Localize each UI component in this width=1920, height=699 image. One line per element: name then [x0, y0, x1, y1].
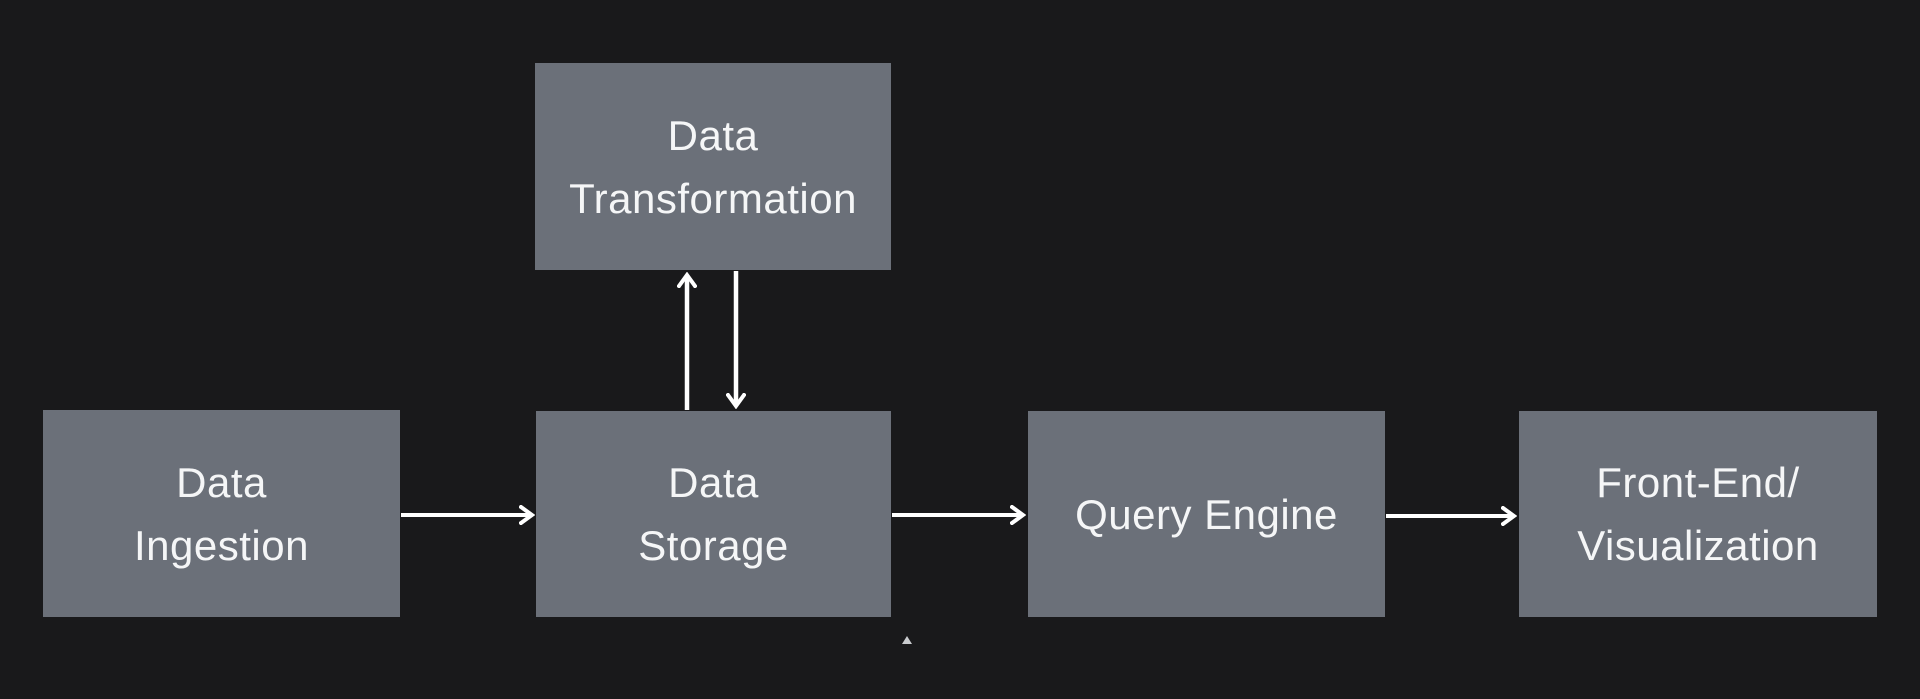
node-front-end-visualization: Front-End/ Visualization: [1519, 411, 1877, 617]
node-query-engine-label: Query Engine: [1075, 490, 1338, 538]
node-data-storage: Data Storage: [536, 411, 891, 617]
node-query-engine: Query Engine: [1028, 411, 1385, 617]
triangle-up-icon: [902, 636, 912, 644]
node-data-transformation-label: Data Transformation: [569, 111, 857, 222]
node-data-storage-label: Data Storage: [638, 459, 789, 569]
node-front-end-visualization-label: Front-End/ Visualization: [1577, 459, 1819, 569]
node-data-ingestion-label: Data Ingestion: [134, 458, 309, 569]
node-data-transformation: Data Transformation: [535, 63, 891, 270]
node-data-ingestion: Data Ingestion: [43, 410, 400, 617]
